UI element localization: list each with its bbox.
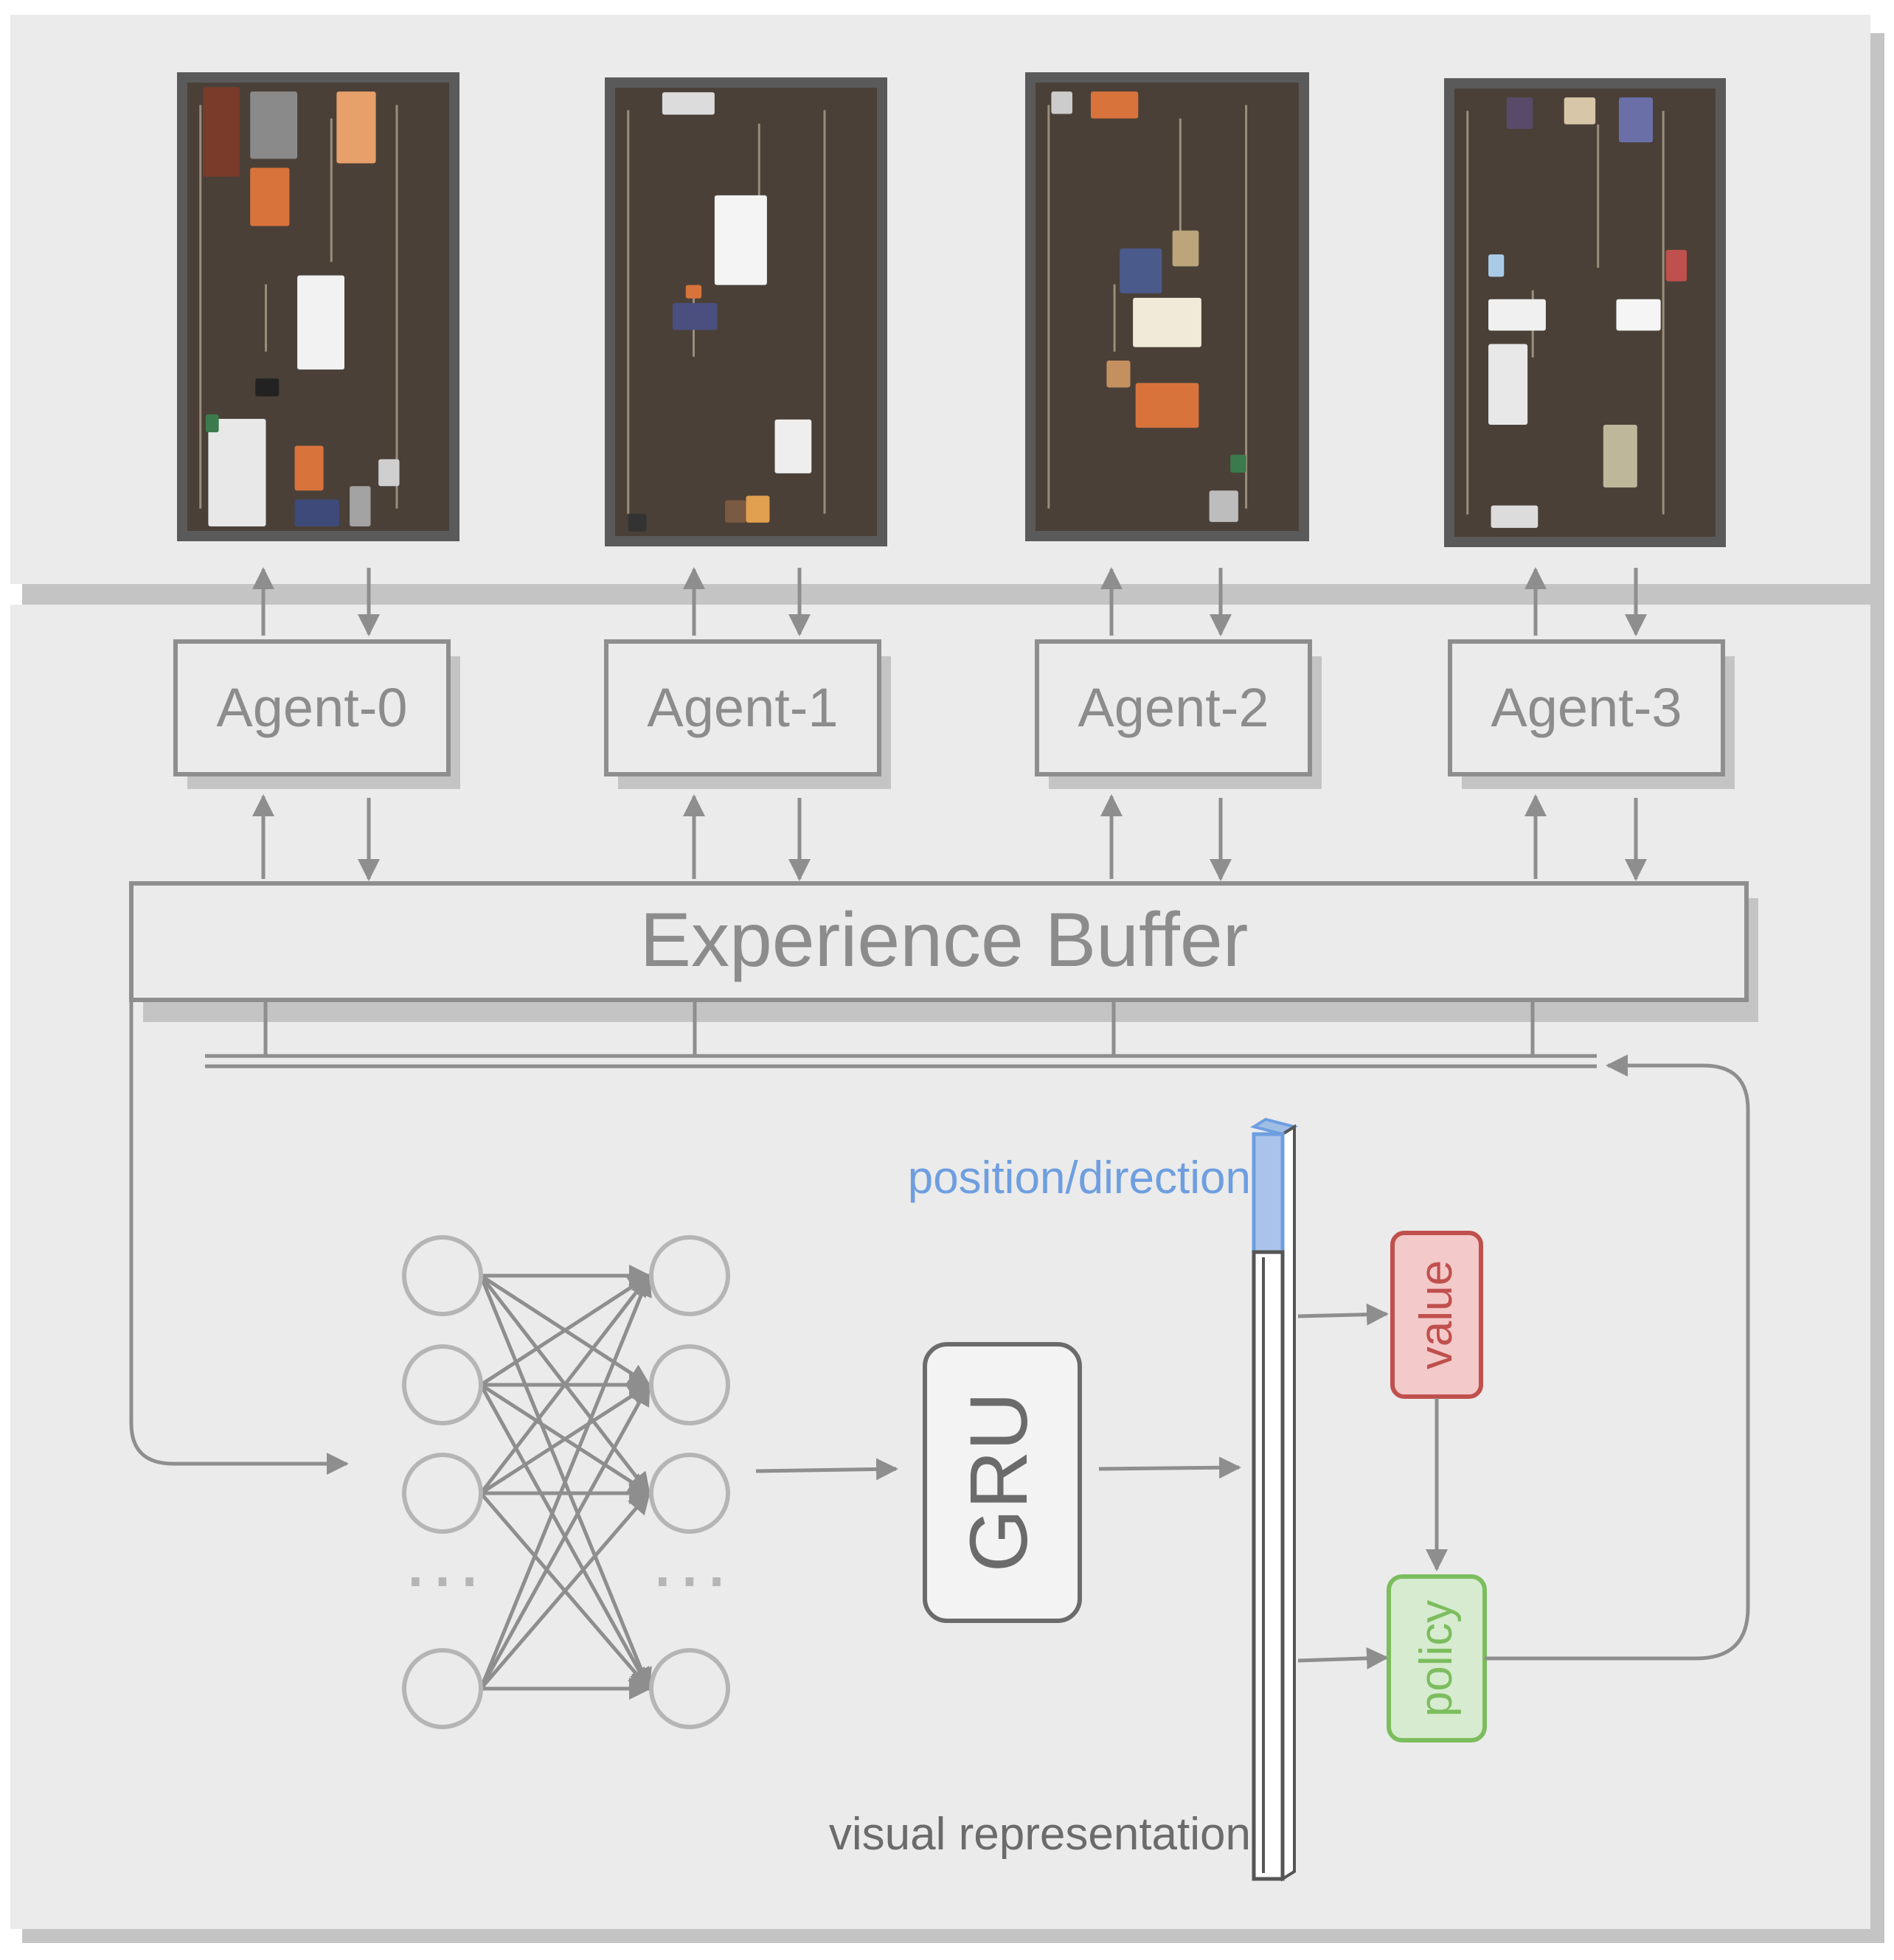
network-connections (479, 1265, 652, 1700)
furniture-item (336, 91, 376, 164)
network-edge (479, 1383, 651, 1690)
furniture-item (1488, 254, 1505, 277)
feature-vector (1249, 1117, 1299, 1882)
position-direction-segment (1252, 1132, 1285, 1254)
environment-views (177, 72, 1726, 547)
furniture-item (1135, 383, 1199, 428)
hidden-layer (649, 1235, 730, 1729)
input-neuron (402, 1453, 483, 1534)
policy-head: policy (1387, 1574, 1487, 1742)
buffer-to-network-arrow (129, 1000, 349, 1475)
furniture-item (208, 419, 266, 527)
furniture-item (378, 459, 400, 487)
training-panel (10, 605, 1870, 1929)
hidden-neuron (649, 1235, 730, 1316)
hidden-neuron (649, 1648, 730, 1729)
agent-1-box: Agent-1 (604, 639, 891, 789)
gru-to-features-arrow (1098, 1456, 1241, 1479)
experience-buffer-label: Experience Buffer (640, 897, 1249, 983)
furniture-item (746, 496, 770, 523)
input-neuron (402, 1344, 483, 1425)
input-layer-ellipsis: ··· (402, 1531, 483, 1622)
furniture-item (294, 499, 339, 527)
furniture-item (1564, 97, 1596, 125)
furniture-item (1172, 230, 1199, 267)
environment-floor (615, 88, 877, 536)
furniture-item (1619, 97, 1654, 142)
furniture-item (673, 302, 718, 330)
furniture-item (1665, 249, 1687, 282)
input-neuron (402, 1648, 483, 1729)
furniture-item (1090, 91, 1139, 119)
hidden-neuron (649, 1344, 730, 1425)
features-to-value-arrow (1297, 1303, 1389, 1326)
network-to-gru-arrow (755, 1458, 898, 1481)
agent-0-label: Agent-0 (216, 677, 407, 738)
furniture-item (1209, 490, 1238, 522)
furniture-item (294, 445, 324, 491)
agent-2-box: Agent-2 (1035, 639, 1322, 789)
environment-view-3 (1444, 78, 1726, 547)
position-direction-label: position/direction (908, 1153, 1251, 1203)
furniture-item (250, 167, 290, 226)
value-label: value (1411, 1260, 1462, 1369)
furniture-item (250, 91, 298, 159)
hidden-layer-ellipsis: ··· (649, 1531, 730, 1622)
furniture-item (1491, 505, 1539, 528)
agent-2-label: Agent-2 (1078, 677, 1269, 738)
features-to-policy-arrow (1297, 1647, 1389, 1669)
visual-representation-label: visual representation (829, 1809, 1251, 1860)
furniture-item (662, 92, 715, 115)
agent-0-box: Agent-0 (173, 639, 460, 789)
policy-to-buffer-loop (1485, 1054, 1750, 1661)
network-edge (479, 1383, 651, 1495)
furniture-item (628, 513, 647, 532)
network-edge (479, 1273, 652, 1689)
agent-3-label: Agent-3 (1491, 677, 1682, 738)
network-edge (479, 1273, 651, 1495)
policy-label: policy (1411, 1600, 1462, 1717)
furniture-item (1133, 297, 1201, 347)
network-edge (479, 1491, 651, 1690)
agent-1-label: Agent-1 (647, 677, 838, 738)
furniture-item (205, 414, 219, 433)
furniture-item (714, 195, 767, 285)
furniture-item (1616, 299, 1661, 331)
furniture-item (203, 87, 240, 177)
environment-view-1 (605, 77, 887, 546)
input-neuron (402, 1235, 483, 1316)
network-edge (479, 1273, 651, 1387)
furniture-item (297, 275, 344, 370)
experience-buffer: Experience Buffer (129, 881, 1758, 1022)
furniture-item (1603, 425, 1637, 488)
furniture-item (1120, 248, 1162, 293)
input-layer (402, 1235, 483, 1729)
furniture-item (685, 285, 702, 299)
furniture-item (1488, 344, 1528, 425)
value-head: value (1390, 1231, 1483, 1399)
furniture-item (350, 486, 371, 527)
gru-label: GRU (954, 1392, 1044, 1572)
furniture-item (774, 419, 812, 473)
environment-view-2 (1025, 72, 1309, 541)
furniture-item (1106, 360, 1131, 388)
visual-representation-segment (1252, 1250, 1285, 1881)
furniture-item (725, 500, 746, 523)
furniture-item (255, 378, 280, 397)
furniture-item (1051, 91, 1072, 114)
agents: Agent-0 Agent-1 Agent-2 Agent-3 (173, 639, 1735, 789)
hidden-neuron (649, 1453, 730, 1534)
environment-view-0 (177, 72, 459, 541)
agent-io-arrows (252, 567, 1647, 881)
furniture-item (1488, 299, 1546, 331)
agent-3-box: Agent-3 (1448, 639, 1735, 789)
furniture-item (1230, 454, 1246, 473)
buffer-bus (205, 1000, 1597, 1068)
gru-block: GRU (923, 1342, 1082, 1623)
furniture-item (1506, 97, 1533, 129)
